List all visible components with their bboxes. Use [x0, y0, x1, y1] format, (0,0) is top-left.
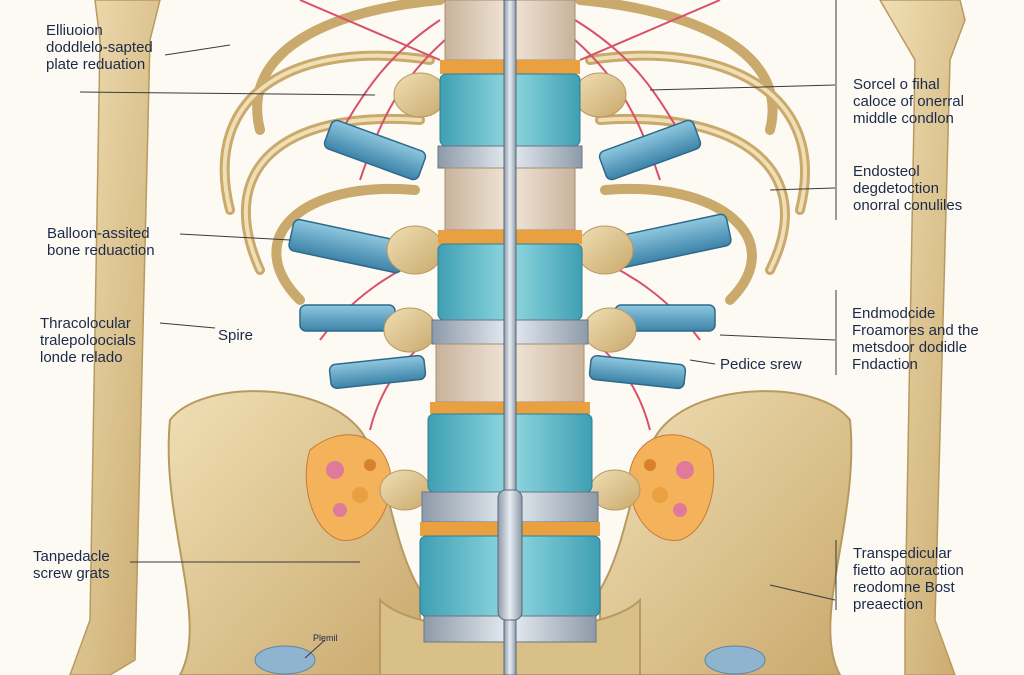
femur-right [879, 0, 966, 675]
sacroiliac-left [305, 434, 392, 541]
label-line: onorral conuliles [853, 197, 963, 214]
label-line: bone reduaction [47, 242, 155, 259]
label-line: caloce of onerral [853, 93, 964, 110]
label-line: Tanpedacle [33, 548, 110, 565]
label-line: Elliuoion [46, 22, 103, 39]
label-line: Pedice srew [720, 356, 802, 373]
sacroiliac-right [628, 434, 715, 541]
label-line: tralepoloocials [40, 332, 136, 349]
pedicle-screws-right [588, 119, 732, 390]
label-spire: Spire [218, 327, 253, 344]
label-line: Plemil [313, 633, 338, 643]
label-line: doddlelo-sapted [46, 39, 153, 56]
label-line: screw grats [33, 565, 110, 582]
label-line: Balloon-assited [47, 225, 150, 242]
label-line: middle condlon [853, 110, 954, 127]
leader-lines [79, 0, 837, 659]
label-line: Thracolocular [40, 315, 131, 332]
label-line: Froamores and the [852, 322, 979, 339]
label-pedice-srew: Pedice srew [720, 356, 802, 373]
label-line: degdetoction [853, 180, 939, 197]
label-line: Sorcel o fihal [853, 76, 940, 93]
label-line: Endosteol [853, 163, 920, 180]
label-line: Spire [218, 327, 254, 344]
pedicle-screws-left [288, 119, 427, 390]
ribs-highlight [222, 53, 807, 272]
label-line: Transpedicular [853, 545, 952, 562]
label-line: Fndaction [852, 356, 918, 373]
label-plemil: Plemil [313, 633, 338, 643]
label-line: londe relado [40, 349, 123, 366]
facet-joints [379, 72, 641, 511]
label-line: metsdoor dodidle [852, 339, 968, 356]
label-line: reodomne Bost [853, 579, 955, 596]
femur-left [69, 0, 161, 675]
label-line: Endmodcide [852, 305, 936, 322]
label-line: fietto aotoraction [853, 562, 964, 579]
label-line: preaection [853, 596, 924, 613]
spinal-rod [497, 0, 523, 675]
label-line: plate reduation [46, 56, 146, 73]
